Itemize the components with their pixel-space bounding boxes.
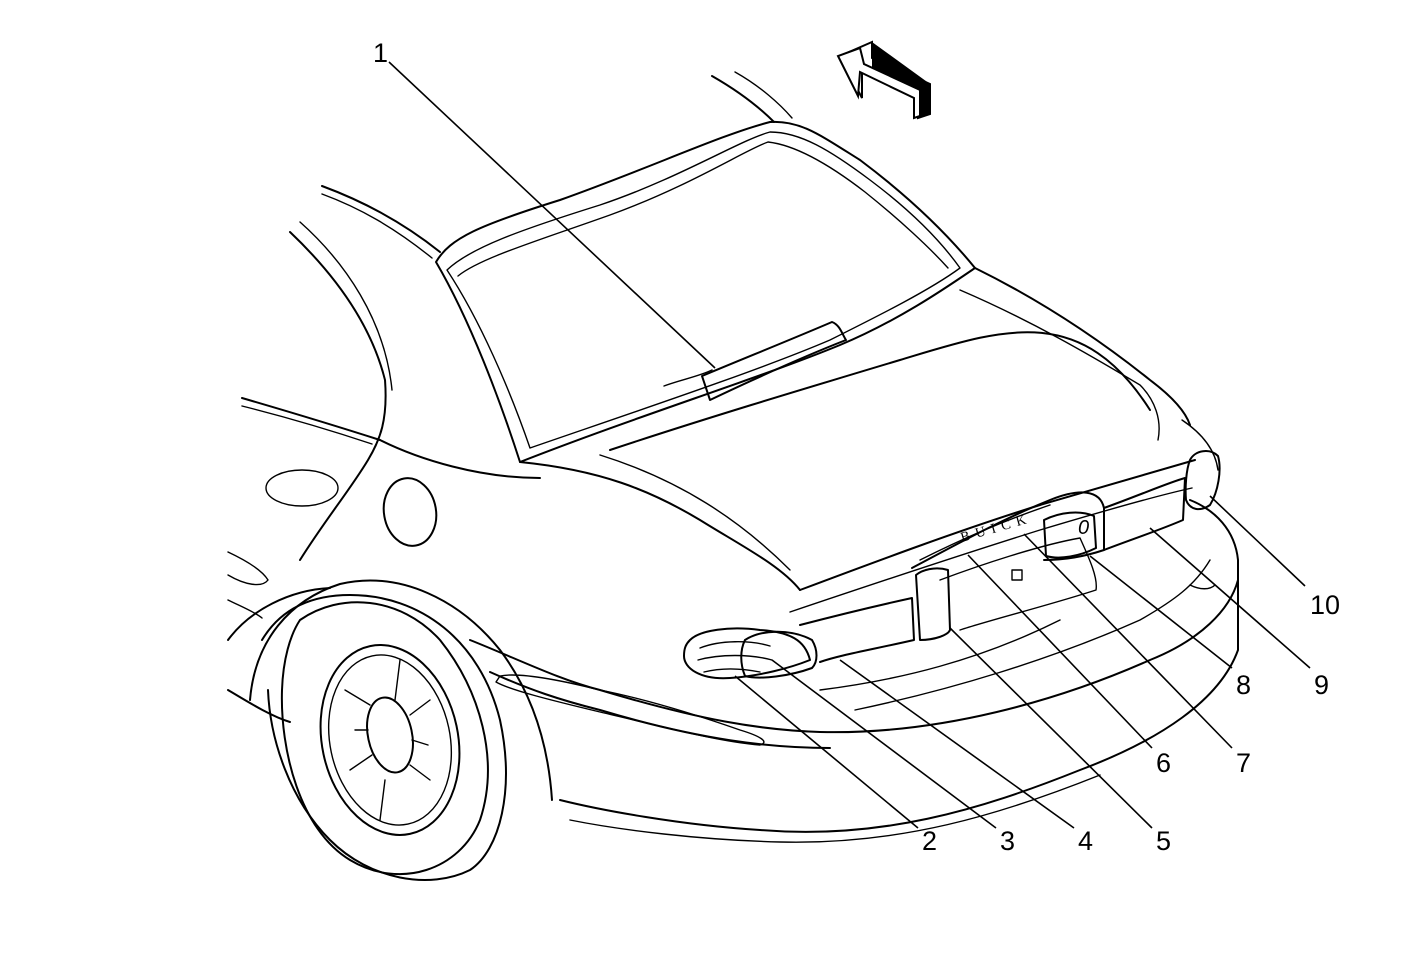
callout-9: 9 [1314,670,1329,700]
callout-6: 6 [1156,748,1171,778]
front-direction-arrow-icon [836,40,931,120]
emblem-mark: 0 [1078,517,1089,539]
callout-5: 5 [1156,826,1171,856]
callout-1: 1 [373,38,388,68]
callout-2: 2 [922,826,937,856]
callout-7: 7 [1236,748,1251,778]
callout-4: 4 [1078,826,1093,856]
leader-lines [388,61,1311,829]
vehicle-outline [227,71,1239,881]
callout-labels: 1 2 3 4 5 6 7 8 9 10 [373,38,1340,856]
callout-8: 8 [1236,670,1251,700]
callout-10: 10 [1310,590,1340,620]
buick-badge: BUICK [959,511,1034,546]
callout-3: 3 [1000,826,1015,856]
